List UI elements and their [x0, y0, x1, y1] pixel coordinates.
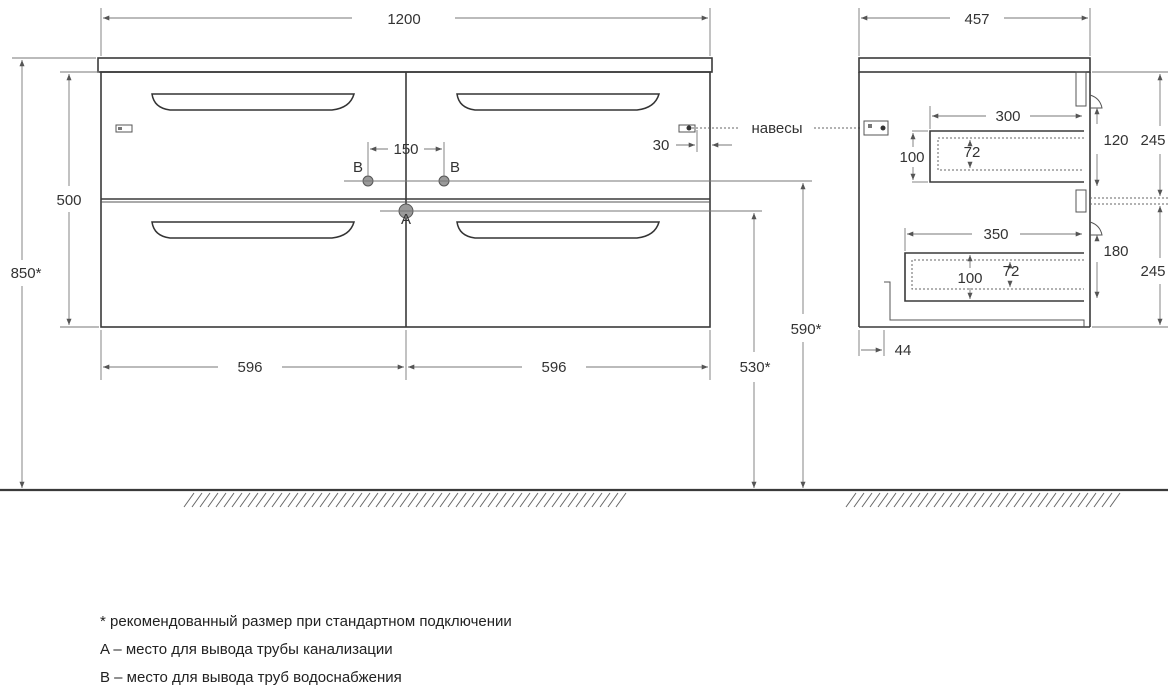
front-dimensions: 1200 850* 500 596 596 150 B B A	[11, 8, 862, 488]
dim-drawer-width-right: 596	[541, 359, 566, 376]
label-hangers: навесы	[751, 120, 802, 137]
dim-sewer-height: 530*	[740, 359, 771, 376]
dim-total-height: 850*	[11, 265, 42, 282]
drawer-handle-bottom-left	[151, 221, 355, 239]
dim-water-height: 590*	[791, 321, 822, 338]
side-countertop	[858, 57, 1091, 73]
dim-lower-drawer-inner: 72	[1003, 263, 1020, 280]
dim-front-height-top: 245	[1140, 132, 1165, 149]
dim-lower-front-height: 180	[1103, 243, 1128, 260]
note-recommended: * рекомендованный размер при стандартном…	[100, 613, 512, 630]
notes: * рекомендованный размер при стандартном…	[100, 608, 512, 692]
dim-front-height-bottom: 245	[1140, 263, 1165, 280]
dim-lower-drawer-height: 100	[957, 270, 982, 287]
dim-upper-drawer-height: 100	[899, 149, 924, 166]
drawer-handle-top-right	[456, 93, 660, 111]
dim-upper-drawer-depth: 300	[995, 108, 1020, 125]
dim-hanger-offset: 30	[653, 137, 670, 154]
dim-pipe-spacing: 150	[393, 141, 418, 158]
dim-depth: 457	[964, 11, 989, 28]
front-view	[97, 57, 812, 328]
dim-cabinet-height: 500	[56, 192, 81, 209]
hanger-bracket-left	[115, 124, 133, 133]
dim-total-width: 1200	[387, 11, 420, 28]
hanger-bracket-side	[863, 120, 889, 136]
floor	[0, 488, 1168, 508]
dim-side-offset: 44	[895, 342, 912, 359]
countertop	[97, 57, 713, 73]
dim-upper-front-height: 120	[1103, 132, 1128, 149]
dim-drawer-width-left: 596	[237, 359, 262, 376]
side-view	[858, 57, 1168, 328]
drawer-handle-top-left	[151, 93, 355, 111]
dim-lower-drawer-depth: 350	[983, 226, 1008, 243]
note-point-a: A – место для вывода трубы канализации	[100, 641, 393, 658]
label-point-a: A	[401, 211, 411, 228]
hanger-bracket-right	[678, 124, 696, 133]
dim-upper-drawer-inner: 72	[964, 144, 981, 161]
label-point-b-right: B	[450, 159, 460, 176]
note-point-b: B – место для вывода труб водоснабжения	[100, 669, 402, 686]
label-point-b-left: B	[353, 159, 363, 176]
drawer-handle-bottom-right	[456, 221, 660, 239]
side-dimensions: 457 300 100 72 120 245 350 100	[858, 8, 1168, 359]
